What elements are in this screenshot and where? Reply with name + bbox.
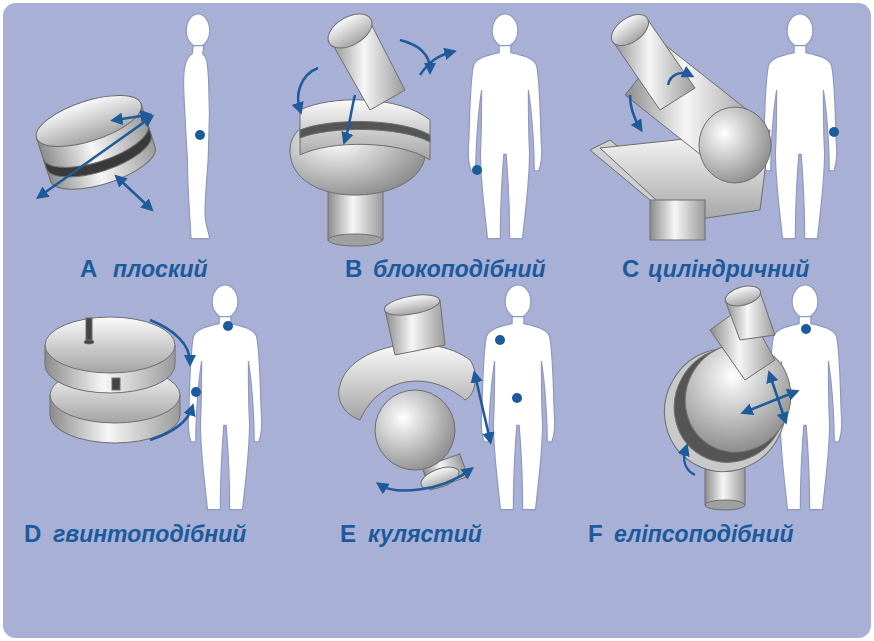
joint-type-label: блокоподібний	[373, 258, 546, 281]
panel-letter: E	[340, 522, 356, 546]
panel-letter: D	[24, 522, 41, 546]
panel-letter: B	[345, 257, 362, 281]
joint-type-label: гвинтоподібний	[53, 523, 246, 546]
panel-letter: F	[588, 522, 603, 546]
joint-type-label: циліндричний	[648, 258, 809, 281]
panel-letter: A	[80, 257, 97, 281]
joint-type-label: кулястий	[368, 523, 482, 546]
panel-letter: C	[622, 257, 639, 281]
joint-type-label: еліпсоподібний	[614, 523, 794, 546]
joint-type-label: плоский	[113, 258, 208, 281]
